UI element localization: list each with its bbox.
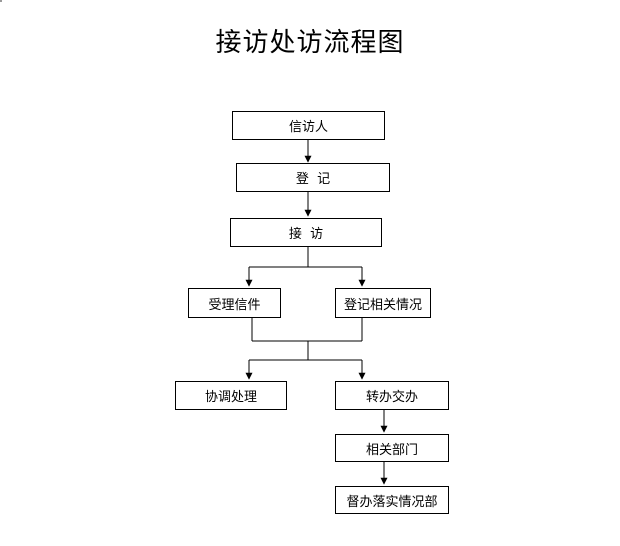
node-supervise: 督办落实情况部 bbox=[335, 486, 449, 514]
page-title: 接访处访流程图 bbox=[215, 28, 405, 58]
node-receive: 接 访 bbox=[230, 218, 382, 247]
node-related-dept: 相关部门 bbox=[335, 434, 449, 462]
node-coordinate: 协调处理 bbox=[175, 381, 287, 410]
node-petitioner: 信访人 bbox=[232, 111, 385, 140]
node-accept-letters: 受理信件 bbox=[188, 288, 281, 318]
node-register-situation: 登记相关情况 bbox=[335, 288, 431, 318]
node-transfer: 转办交办 bbox=[335, 381, 449, 410]
corner-mark bbox=[0, 0, 2, 2]
node-register: 登 记 bbox=[236, 163, 390, 192]
